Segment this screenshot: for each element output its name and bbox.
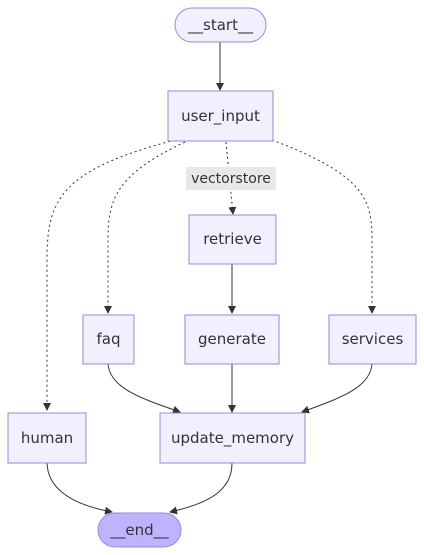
node-start-label: __start__ — [187, 16, 253, 35]
node-services-label: services — [342, 330, 404, 348]
node-start: __start__ — [174, 7, 267, 43]
node-human-label: human — [21, 429, 73, 447]
edge-human-end — [46, 462, 113, 515]
node-end: __end__ — [97, 512, 182, 548]
edge-label-vectorstore: vectorstore — [191, 171, 271, 187]
node-update-memory-label: update_memory — [171, 429, 294, 448]
edge-update-memory-end — [169, 462, 233, 515]
node-user-input: user_input — [167, 90, 274, 142]
node-human: human — [7, 412, 87, 464]
node-retrieve: retrieve — [188, 214, 277, 265]
edge-user-input-services — [271, 139, 376, 314]
node-generate-label: generate — [198, 330, 266, 348]
node-retrieve-label: retrieve — [203, 230, 262, 248]
edge-faq-update-memory — [107, 363, 181, 414]
edge-user-input-faq — [104, 141, 186, 314]
node-generate: generate — [184, 314, 280, 365]
node-update-memory: update_memory — [159, 412, 306, 464]
node-user-input-label: user_input — [181, 107, 260, 126]
node-end-label: __end__ — [109, 521, 169, 540]
edge-services-update-memory — [301, 363, 373, 414]
node-faq: faq — [82, 314, 135, 365]
node-services: services — [328, 314, 417, 365]
edge-label-bg — [186, 167, 276, 190]
edge-user-input-human — [43, 139, 176, 411]
node-faq-label: faq — [97, 330, 121, 348]
